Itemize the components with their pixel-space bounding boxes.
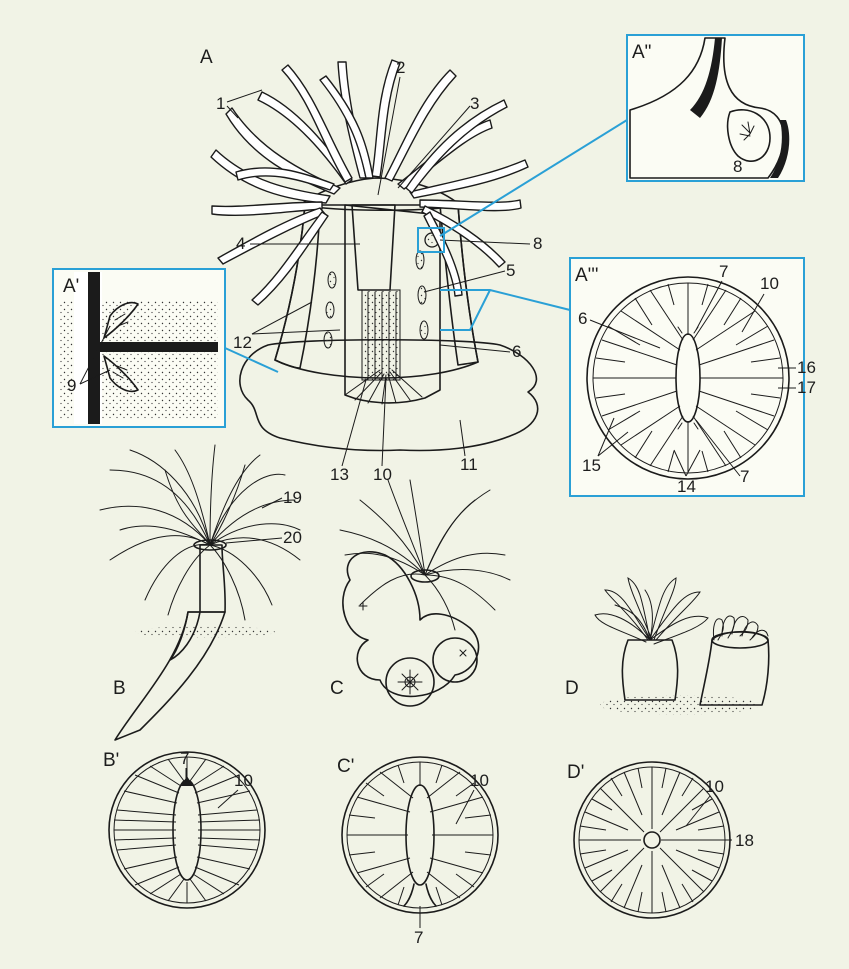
callout-mark-a2 (417, 227, 445, 253)
basal-septa (344, 369, 423, 405)
label-19: 19 (283, 488, 302, 507)
b1-septa (113, 757, 261, 903)
label-c1-10: 10 (470, 771, 489, 790)
label-3: 3 (470, 94, 479, 113)
label-b1-10: 10 (234, 771, 253, 790)
section-d1: D' 10 18 (567, 761, 754, 919)
callout-line-a2 (439, 119, 628, 237)
callout-line-a3 (440, 289, 571, 331)
panel-label-b: B (113, 678, 126, 699)
panel-label-d1: D' (567, 762, 584, 783)
column-shade-right (439, 204, 479, 366)
section-b1: B' 7 10 (103, 749, 266, 909)
colony-c (342, 551, 480, 698)
mesenteries (361, 289, 401, 381)
label-a3-7-bottom: 7 (740, 467, 749, 486)
label-8-detail: 8 (733, 157, 742, 176)
label-a3-14: 14 (677, 477, 696, 496)
panel-label-d: D (565, 678, 579, 699)
inset-a1: A' 9 (52, 268, 226, 428)
label-2: 2 (396, 58, 405, 77)
pharynx (351, 204, 396, 291)
label-12: 12 (233, 333, 252, 352)
panel-label-a: A (200, 47, 213, 68)
label-9: 9 (67, 376, 76, 395)
a3-septa (593, 283, 783, 473)
panel-label-a3: A''' (575, 265, 599, 286)
panel-label-c1: C' (337, 756, 354, 777)
label-8: 8 (533, 234, 542, 253)
label-a3-15: 15 (582, 456, 601, 475)
organism-b: B 19 20 (99, 444, 302, 741)
label-1: 1 (216, 94, 225, 113)
label-b1-7: 7 (180, 749, 189, 768)
column-shade-left (274, 204, 321, 369)
tentacles-d (594, 577, 709, 645)
label-6: 6 (512, 342, 521, 361)
inset-a2: A" 8 (626, 34, 805, 182)
inset-a3-box (569, 257, 805, 497)
cutaway-interior (344, 204, 441, 404)
label-a3-10: 10 (760, 274, 779, 293)
tentacles-d-right (713, 615, 769, 641)
label-11: 11 (460, 455, 478, 474)
labels-a: A 1 2 3 4 5 6 8 10 11 12 13 (200, 47, 542, 484)
panel-label-c: C (330, 678, 344, 699)
organism-c: C (330, 479, 511, 707)
section-c1: C' 10 7 (337, 756, 499, 947)
callout-line-a1 (224, 347, 279, 373)
c1-septa (347, 762, 493, 906)
gonads (323, 250, 429, 349)
label-10: 10 (373, 465, 392, 484)
label-c1-7: 7 (414, 928, 423, 947)
label-a3-6: 6 (578, 309, 587, 328)
organism-d: D (565, 577, 770, 715)
label-d1-10: 10 (705, 777, 724, 796)
label-4: 4 (236, 234, 245, 253)
inset-a3: A''' 6 7 10 16 17 15 14 7 (569, 257, 816, 497)
anemone-a (210, 59, 539, 452)
label-13: 13 (330, 465, 349, 484)
pedal-disc (239, 338, 539, 452)
tentacles-c (339, 479, 511, 631)
label-d1-18: 18 (735, 831, 754, 850)
panel-label-b1: B' (103, 750, 119, 771)
panel-label-a2: A" (632, 42, 651, 63)
panel-label-a1: A' (63, 276, 79, 297)
a3-pharynx (675, 333, 701, 423)
label-5: 5 (506, 261, 515, 280)
d1-septa (579, 767, 725, 913)
label-a3-17: 17 (797, 378, 816, 397)
tentacles-a (210, 59, 529, 306)
label-a3-7-top: 7 (719, 262, 728, 281)
label-a3-16: 16 (797, 358, 816, 377)
label-20: 20 (283, 528, 302, 547)
